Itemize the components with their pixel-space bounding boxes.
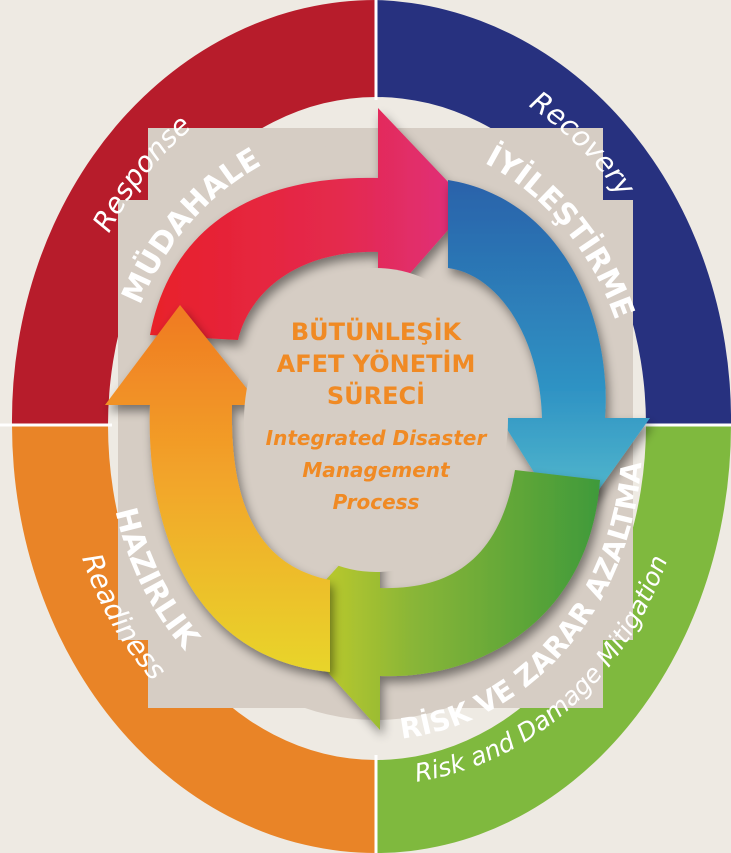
center-title-line3: SÜRECİ [327,380,425,410]
mitigation-segment [376,425,731,853]
center-circle-group: BÜTÜNLEŞİK AFET YÖNETİM SÜRECİ Integrate… [244,268,508,572]
center-circle [244,268,508,572]
readiness-segment [12,425,376,853]
yellow-cycle-arrow [105,305,330,672]
center-subtitle-line2: Management [302,458,451,482]
center-title-line1: BÜTÜNLEŞİK [291,316,463,346]
center-subtitle-line1: Integrated Disaster [266,426,488,450]
center-subtitle-line3: Process [333,490,420,514]
center-title-line2: AFET YÖNETİM [277,348,476,378]
response-segment [11,0,376,425]
recovery-segment [376,0,731,425]
green-cycle-arrow [285,470,600,730]
blue-cycle-arrow [448,180,650,530]
